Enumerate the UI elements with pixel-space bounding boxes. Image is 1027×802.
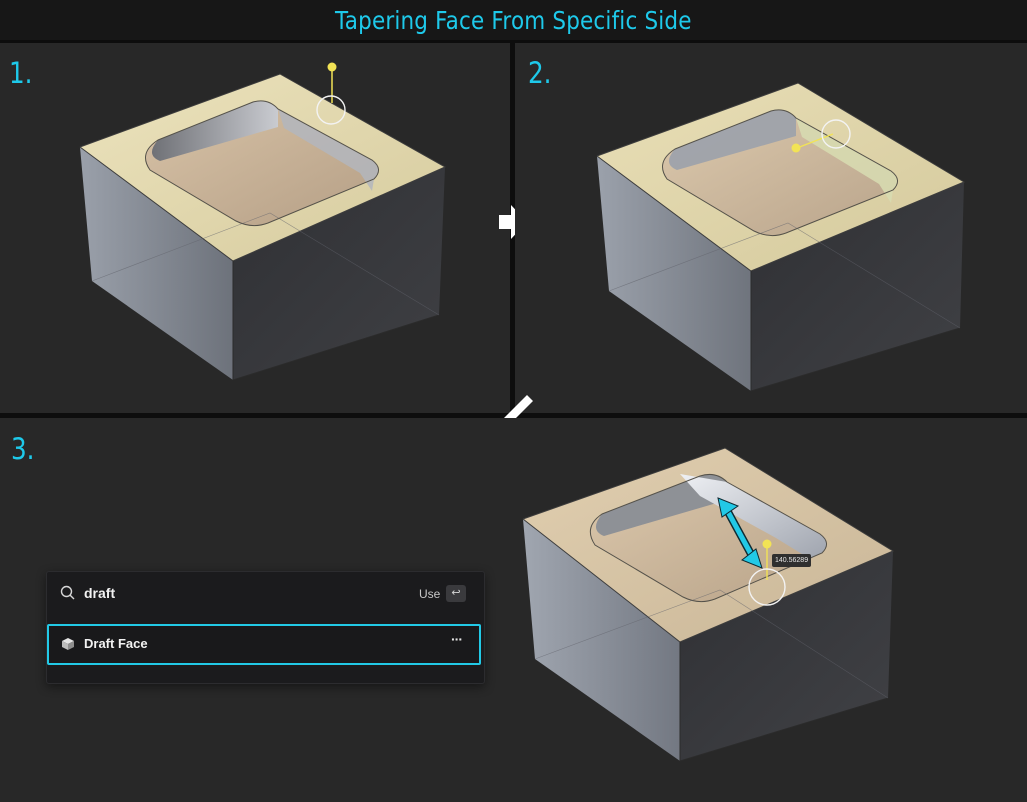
face-pick-ring[interactable] [316, 95, 346, 125]
box-right-face[interactable] [751, 182, 964, 391]
box-top-edges [596, 82, 966, 272]
more-icon[interactable]: ··· [451, 631, 463, 647]
handle-icon[interactable] [762, 539, 772, 549]
pocket-edge [589, 474, 827, 603]
result-draft-face[interactable]: Draft Face ··· [47, 624, 481, 665]
step-2-panel: 2. [515, 43, 1027, 413]
enter-key-icon: ↩ [446, 585, 466, 602]
step-3-panel: 3. [0, 418, 1027, 802]
result-label: Draft Face [84, 636, 148, 651]
draft-face-icon [62, 638, 74, 650]
search-icon [60, 585, 75, 600]
pocket-side-wall[interactable] [278, 109, 379, 191]
face-pick-ring[interactable] [821, 119, 851, 149]
drafted-face[interactable] [680, 474, 827, 559]
step-1-label: 1. [9, 56, 33, 90]
title-bar: Tapering Face From Specific Side [0, 0, 1027, 40]
use-label: Use [419, 587, 441, 601]
face-pick-ring[interactable] [748, 568, 786, 606]
hidden-edges [534, 589, 889, 699]
box-bottom-edges [750, 271, 961, 392]
hidden-edges [608, 222, 961, 329]
step-2-viewport[interactable] [515, 43, 1027, 413]
box-bottom-edges [232, 261, 440, 381]
box-bottom-edges [679, 642, 889, 762]
handle-icon[interactable] [327, 62, 337, 72]
box-top-edges [79, 73, 447, 262]
search-input[interactable]: draft [84, 585, 116, 601]
handle-stem [796, 133, 834, 149]
box-top-edges [522, 447, 895, 643]
command-palette: draft Use ↩ Draft Face ··· [46, 571, 485, 684]
box-right-face[interactable] [680, 551, 893, 761]
step-2-label: 2. [528, 56, 552, 90]
pocket-back-wall[interactable] [151, 100, 278, 161]
step-1-viewport[interactable] [0, 43, 510, 413]
dimension-readout[interactable]: 140.56289 [772, 554, 812, 567]
box-left-face[interactable] [523, 519, 680, 761]
step-3-viewport[interactable] [0, 418, 1027, 802]
step-1-panel: 1. [0, 43, 510, 413]
step-3-label: 3. [11, 432, 35, 466]
box-left-face[interactable] [80, 147, 233, 380]
draft-angle-arrow [717, 497, 763, 569]
hidden-edges [91, 212, 440, 316]
handle-icon[interactable] [791, 143, 801, 153]
box-right-face[interactable] [233, 167, 445, 380]
search-row[interactable]: draft Use ↩ [47, 572, 484, 616]
pocket-back-wall[interactable] [595, 474, 727, 536]
box-left-face[interactable] [597, 156, 751, 391]
page-title: Tapering Face From Specific Side [335, 5, 692, 35]
pocket-edge [145, 100, 379, 227]
pocket-edge [662, 109, 898, 237]
arrow-right-icon [499, 205, 527, 239]
pocket-back-wall[interactable] [668, 109, 796, 170]
